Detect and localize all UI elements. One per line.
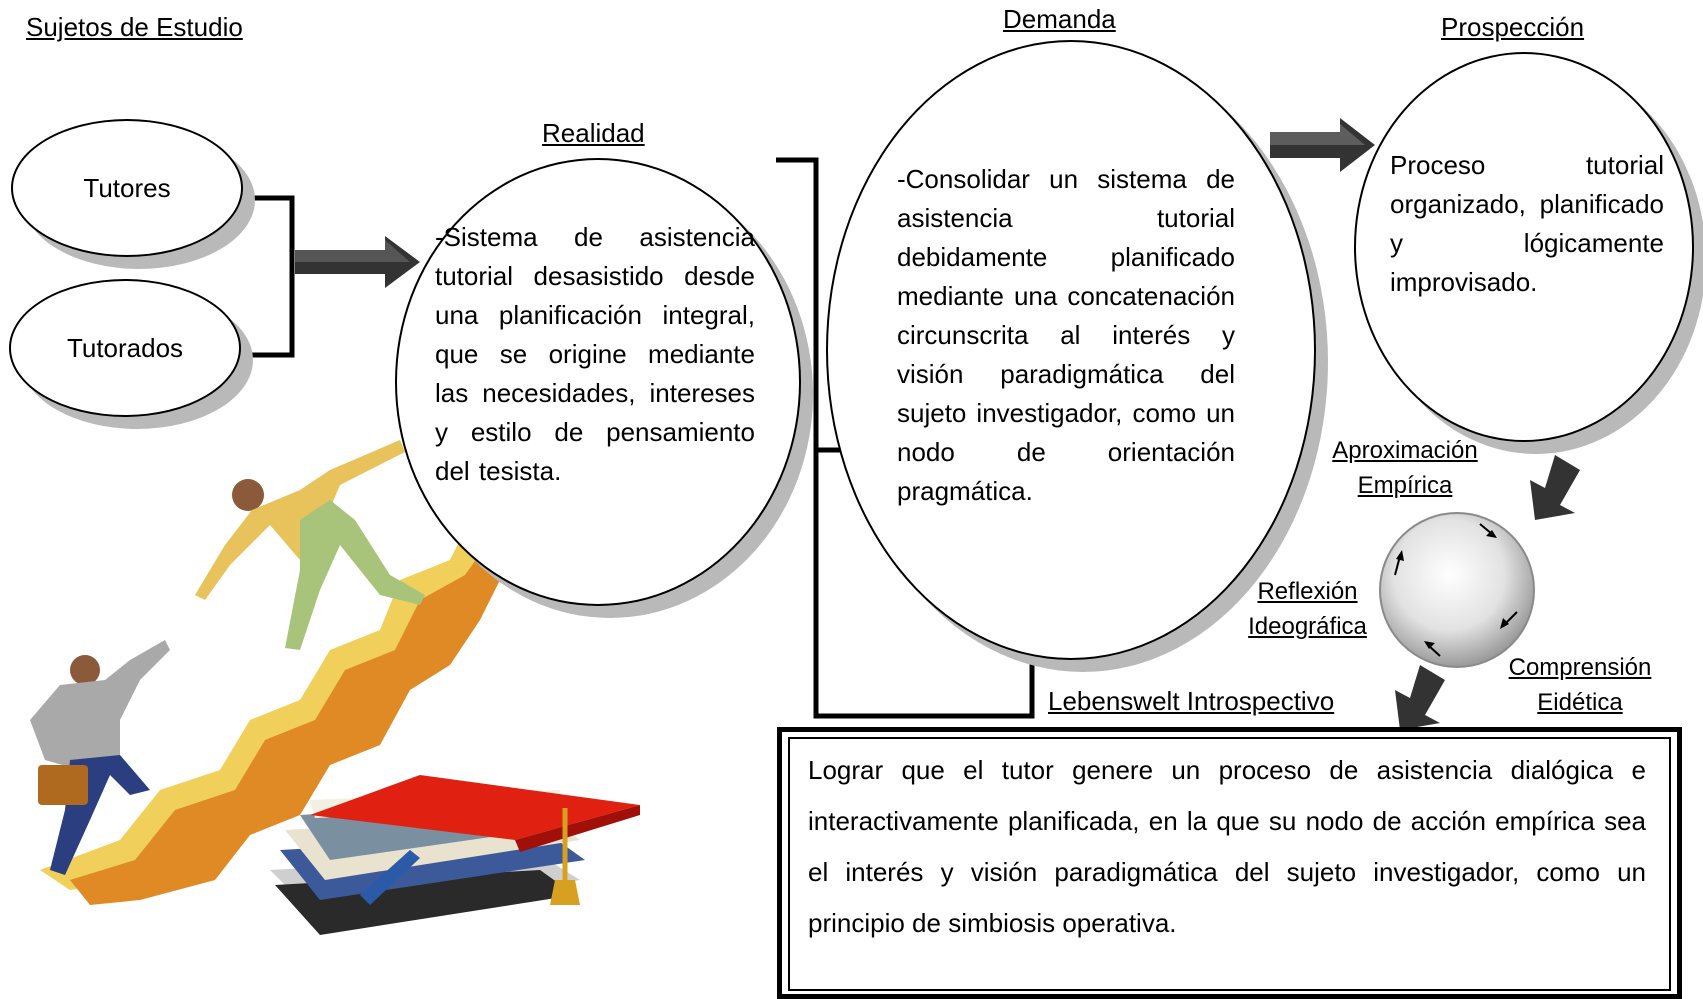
tutorados-ellipse [9,279,241,417]
goal-text: Lograr que el tutor genere un proceso de… [808,755,1646,938]
tutores-text: Tutores [83,172,171,203]
goal-box-inner [788,737,1671,991]
arrow-to-cycle [1530,455,1580,520]
prospeccion-ellipse [1354,52,1694,442]
tutores-ellipse [11,119,243,257]
prospeccion-label: Prospección [1441,12,1585,42]
tutorados-text: Tutorados [66,332,184,363]
stairs-illustration [40,520,505,905]
reflexion-label: Reflexión Ideográfica [1248,578,1367,640]
realidad-text: -Sistema de asistencia tutorial desasist… [435,222,755,486]
aproximacion-label: Aproximación Empírica [1332,437,1478,499]
climbing-man-illustration [195,440,425,650]
books-cap-illustration [270,775,640,935]
demanda-label: Demanda [1003,4,1116,34]
realidad-label: Realidad [542,118,645,148]
businessman-illustration [30,640,170,875]
arrow-to-realidad [295,236,420,288]
arrow-to-prospeccion [1270,118,1375,172]
cycle-sphere [1379,512,1535,668]
realidad-ellipse [395,158,801,606]
prospeccion-text: Proceso tutorial organizado, planificado… [1390,150,1664,297]
goal-box [777,727,1682,999]
demanda-ellipse [826,40,1316,660]
comprension-label: Comprensión Eidética [1508,654,1652,716]
demanda-text: -Consolidar un sistema de asistencia tut… [897,164,1235,506]
arrow-from-cycle [1395,665,1445,730]
sujetos-label: Sujetos de Estudio [26,12,243,42]
lebenswelt-label: Lebenswelt Introspectivo [1048,686,1335,716]
